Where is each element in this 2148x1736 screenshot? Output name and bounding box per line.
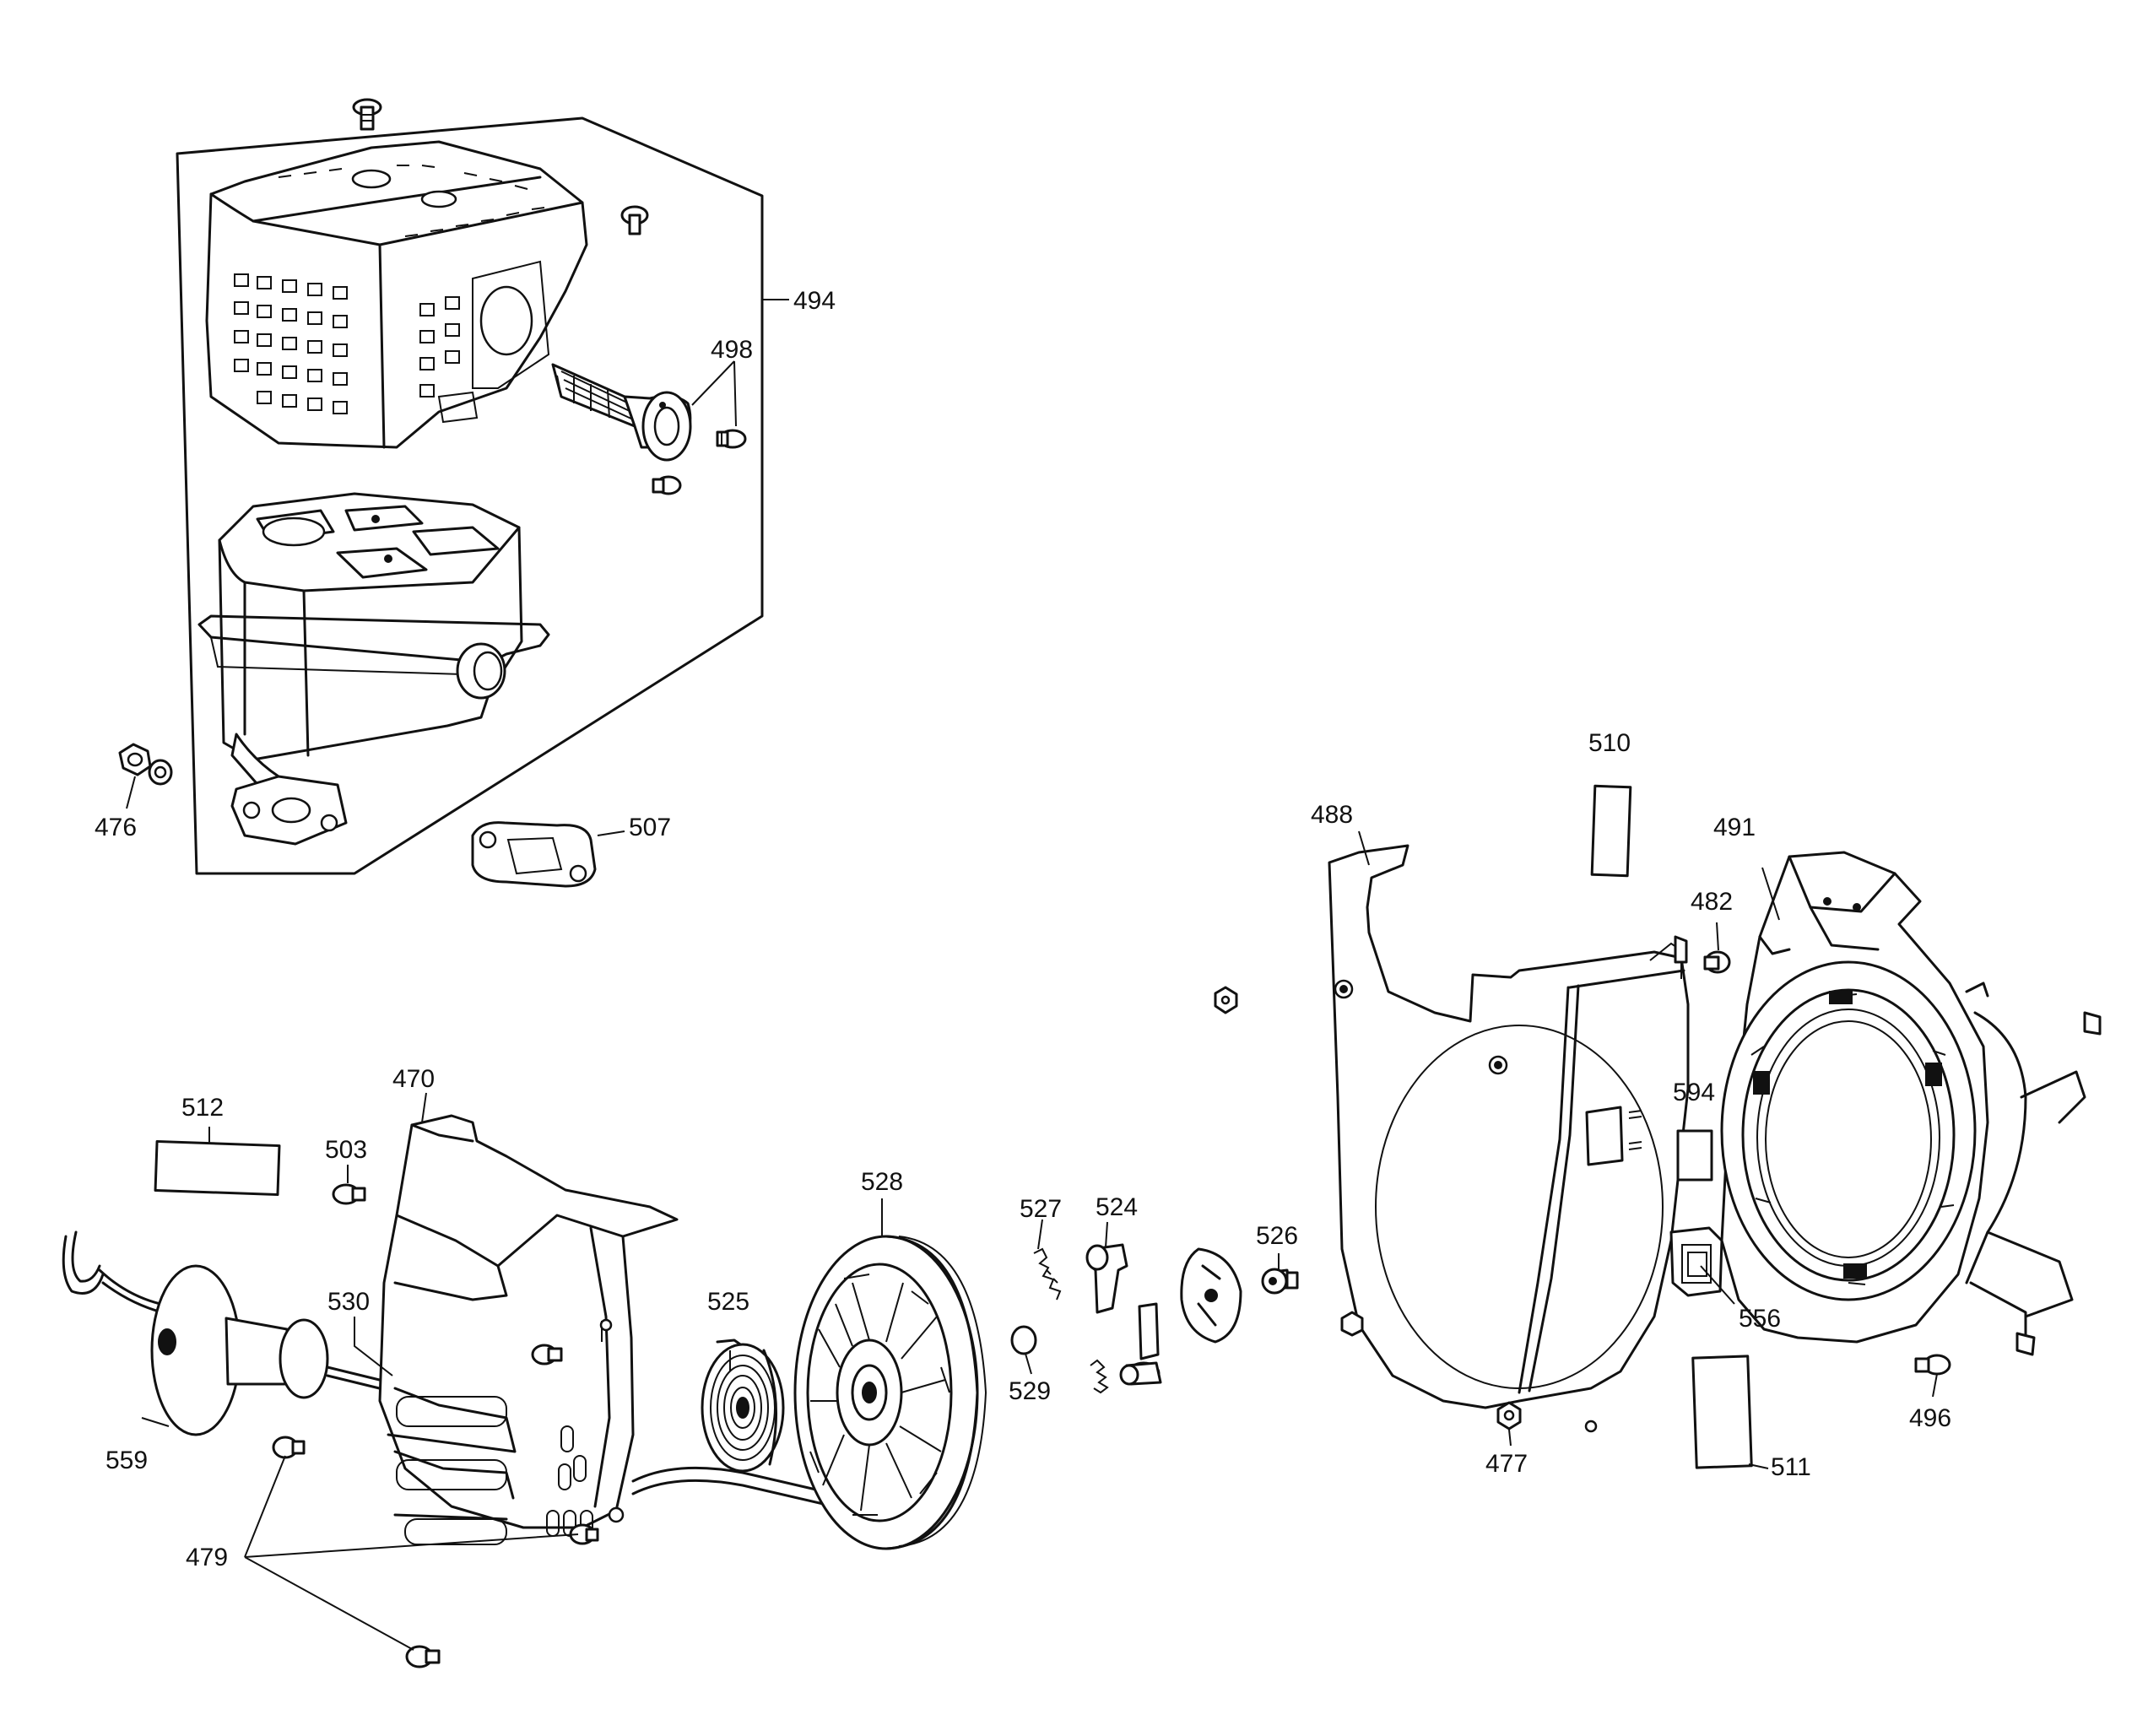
callout-526: 526 [1256,1222,1298,1250]
callout-476: 476 [95,814,137,841]
callout-527: 527 [1020,1195,1062,1223]
muffler-heat-shield [205,140,588,449]
screws-498 [652,429,747,495]
pawl-spring-lower [1090,1359,1109,1394]
recoil-starter-group [62,1092,1299,1668]
callout-498: 498 [711,336,753,364]
decal-594 [1676,1129,1713,1182]
pawl-spring-527 [1033,1247,1062,1301]
callout-503: 503 [325,1136,367,1164]
cam-plate [1180,1247,1242,1344]
nut-477 [1496,1401,1522,1430]
callout-530: 530 [327,1288,370,1316]
floating-nut [1214,986,1238,1014]
clip-529 [1010,1325,1037,1355]
exhaust-gasket-507 [471,821,597,888]
starter-cover-470 [378,1114,679,1545]
callout-496: 496 [1909,1404,1951,1432]
muffler-body [197,492,550,846]
callout-510: 510 [1588,729,1631,757]
callout-479: 479 [186,1544,228,1571]
callout-491: 491 [1713,814,1756,841]
top-screw [352,98,382,131]
pulley-528 [793,1235,987,1550]
blower-housing-group [1214,784,2102,1469]
callout-525: 525 [707,1288,749,1316]
callout-470: 470 [392,1065,435,1093]
callout-524: 524 [1096,1193,1138,1221]
starter-handle-559 [62,1230,398,1436]
callout-488: 488 [1311,801,1353,829]
callout-482: 482 [1691,888,1733,916]
kit-boundary-box [176,116,764,875]
screw-526 [1261,1268,1299,1295]
callout-labels: 494 498 476 507 510 488 491 482 594 556 … [95,287,1951,1571]
screws-479 [272,1344,599,1668]
module-556 [1669,1226,1723,1297]
callout-507: 507 [629,814,671,841]
callout-477: 477 [1485,1450,1528,1478]
callout-529: 529 [1009,1377,1051,1405]
screw-496 [1914,1354,1951,1376]
callout-511: 511 [1771,1453,1811,1481]
decal-512 [154,1140,281,1197]
air-guide-488 [1328,844,1690,1433]
callout-556: 556 [1739,1305,1781,1333]
recoil-spring-525 [701,1339,785,1473]
callout-594: 594 [1673,1079,1715,1106]
muffler-assembly-group [118,98,789,888]
pawls-524 [1085,1243,1162,1386]
nut-washer-476 [118,743,173,786]
decal-511 [1691,1355,1753,1469]
callout-512: 512 [181,1094,224,1122]
callout-559: 559 [106,1447,148,1474]
nut-left-488 [1340,1311,1364,1337]
decal-510 [1590,784,1632,878]
callout-494: 494 [793,287,836,315]
screw-503 [332,1183,366,1205]
screw-482 [1703,950,1731,974]
callout-528: 528 [861,1168,903,1196]
shield-screw [620,205,649,235]
spark-arrestor-screen [551,363,692,462]
blower-housing-491 [1720,851,2102,1356]
